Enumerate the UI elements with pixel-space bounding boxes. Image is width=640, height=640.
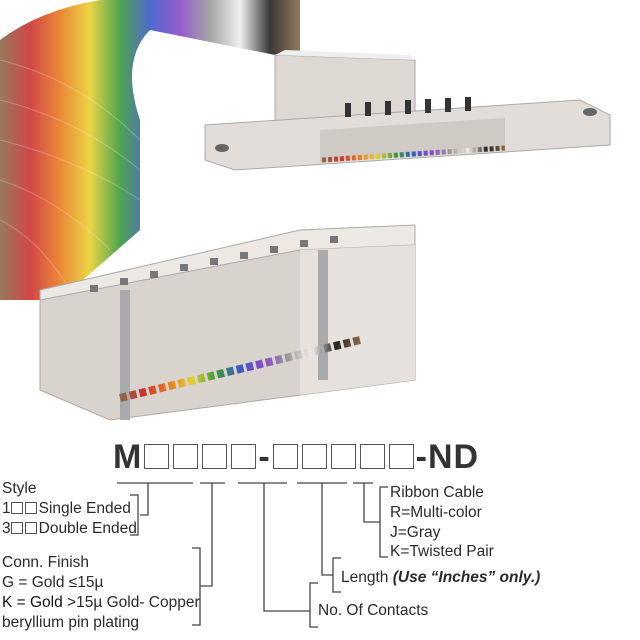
cable-option-j: J=Gray (390, 524, 441, 541)
part-number-template: M - -ND (113, 438, 479, 477)
part-separator: - (258, 438, 271, 476)
conn-finish-k-text: >15µ Gold- Copper (62, 594, 200, 611)
cable-label: Ribbon Cable (390, 484, 484, 501)
conn-finish-k: K = Gold >15µ Gold- Copper (2, 595, 200, 611)
cable-option-k: K=Twisted Pair (390, 543, 494, 560)
style-label: Style (2, 480, 37, 497)
ribbon-cable (0, 0, 300, 300)
part-suffix: -ND (415, 438, 480, 476)
conn-finish-k-line2: beryllium pin plating (2, 614, 139, 631)
part-prefix: M (113, 438, 143, 476)
style-option-double: 3 Double Ended (2, 521, 137, 537)
length-note: (Use “Inches” only.) (392, 569, 541, 586)
style-code: 3 (2, 520, 11, 537)
style-text: Double Ended (38, 520, 137, 537)
length-text: Length (341, 569, 389, 586)
style-code: 1 (2, 500, 11, 517)
conn-finish-g: G = Gold ≤15µ (2, 574, 104, 591)
length-label: Length (Use “Inches” only.) (341, 570, 540, 586)
style-option-single: 1 Single Ended (2, 501, 131, 517)
style-text: Single Ended (38, 500, 131, 517)
contacts-label: No. Of Contacts (318, 602, 429, 619)
conn-finish-k-code: K = Gold (2, 594, 63, 611)
cable-option-r: R=Multi-color (390, 504, 482, 521)
front-connector (39, 224, 416, 421)
rear-connector (204, 50, 611, 171)
conn-finish-label: Conn. Finish (2, 554, 90, 571)
